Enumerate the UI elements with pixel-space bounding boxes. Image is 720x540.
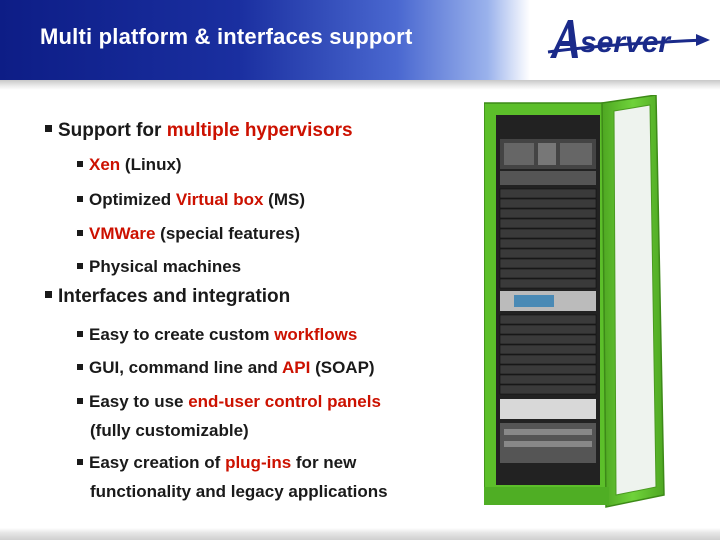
list-item: Easy to use end-user control panels(full… bbox=[77, 387, 381, 445]
square-bullet-icon bbox=[77, 459, 83, 465]
aserver-logo: server bbox=[547, 20, 710, 59]
square-bullet-icon bbox=[77, 161, 83, 167]
list-item: Easy to create custom workflows bbox=[77, 320, 357, 349]
list-item: Optimized Virtual box (MS) bbox=[77, 185, 305, 214]
header-band bbox=[0, 0, 530, 80]
slide-header: Multi platform & interfaces support serv… bbox=[0, 0, 720, 80]
server-rack-image bbox=[483, 94, 669, 510]
slide-footer bbox=[0, 528, 720, 540]
header-separator bbox=[0, 80, 720, 90]
square-bullet-icon bbox=[77, 331, 83, 337]
list-item: GUI, command line and API (SOAP) bbox=[77, 353, 375, 382]
slide-title: Multi platform & interfaces support bbox=[40, 24, 413, 49]
section-heading-interfaces: Interfaces and integration bbox=[45, 286, 290, 308]
svg-text:server: server bbox=[580, 26, 672, 59]
square-bullet-icon bbox=[45, 125, 52, 132]
list-item: Xen (Linux) bbox=[77, 150, 182, 179]
square-bullet-icon bbox=[77, 263, 83, 269]
square-bullet-icon bbox=[77, 196, 83, 202]
square-bullet-icon bbox=[77, 364, 83, 370]
square-bullet-icon bbox=[77, 398, 83, 404]
server-rack-icon bbox=[483, 94, 665, 508]
square-bullet-icon bbox=[77, 230, 83, 236]
square-bullet-icon bbox=[45, 291, 52, 298]
list-item: Physical machines bbox=[77, 252, 241, 281]
section-heading-hypervisors: Support for multiple hypervisors bbox=[45, 120, 353, 142]
list-item: VMWare (special features) bbox=[77, 219, 300, 248]
